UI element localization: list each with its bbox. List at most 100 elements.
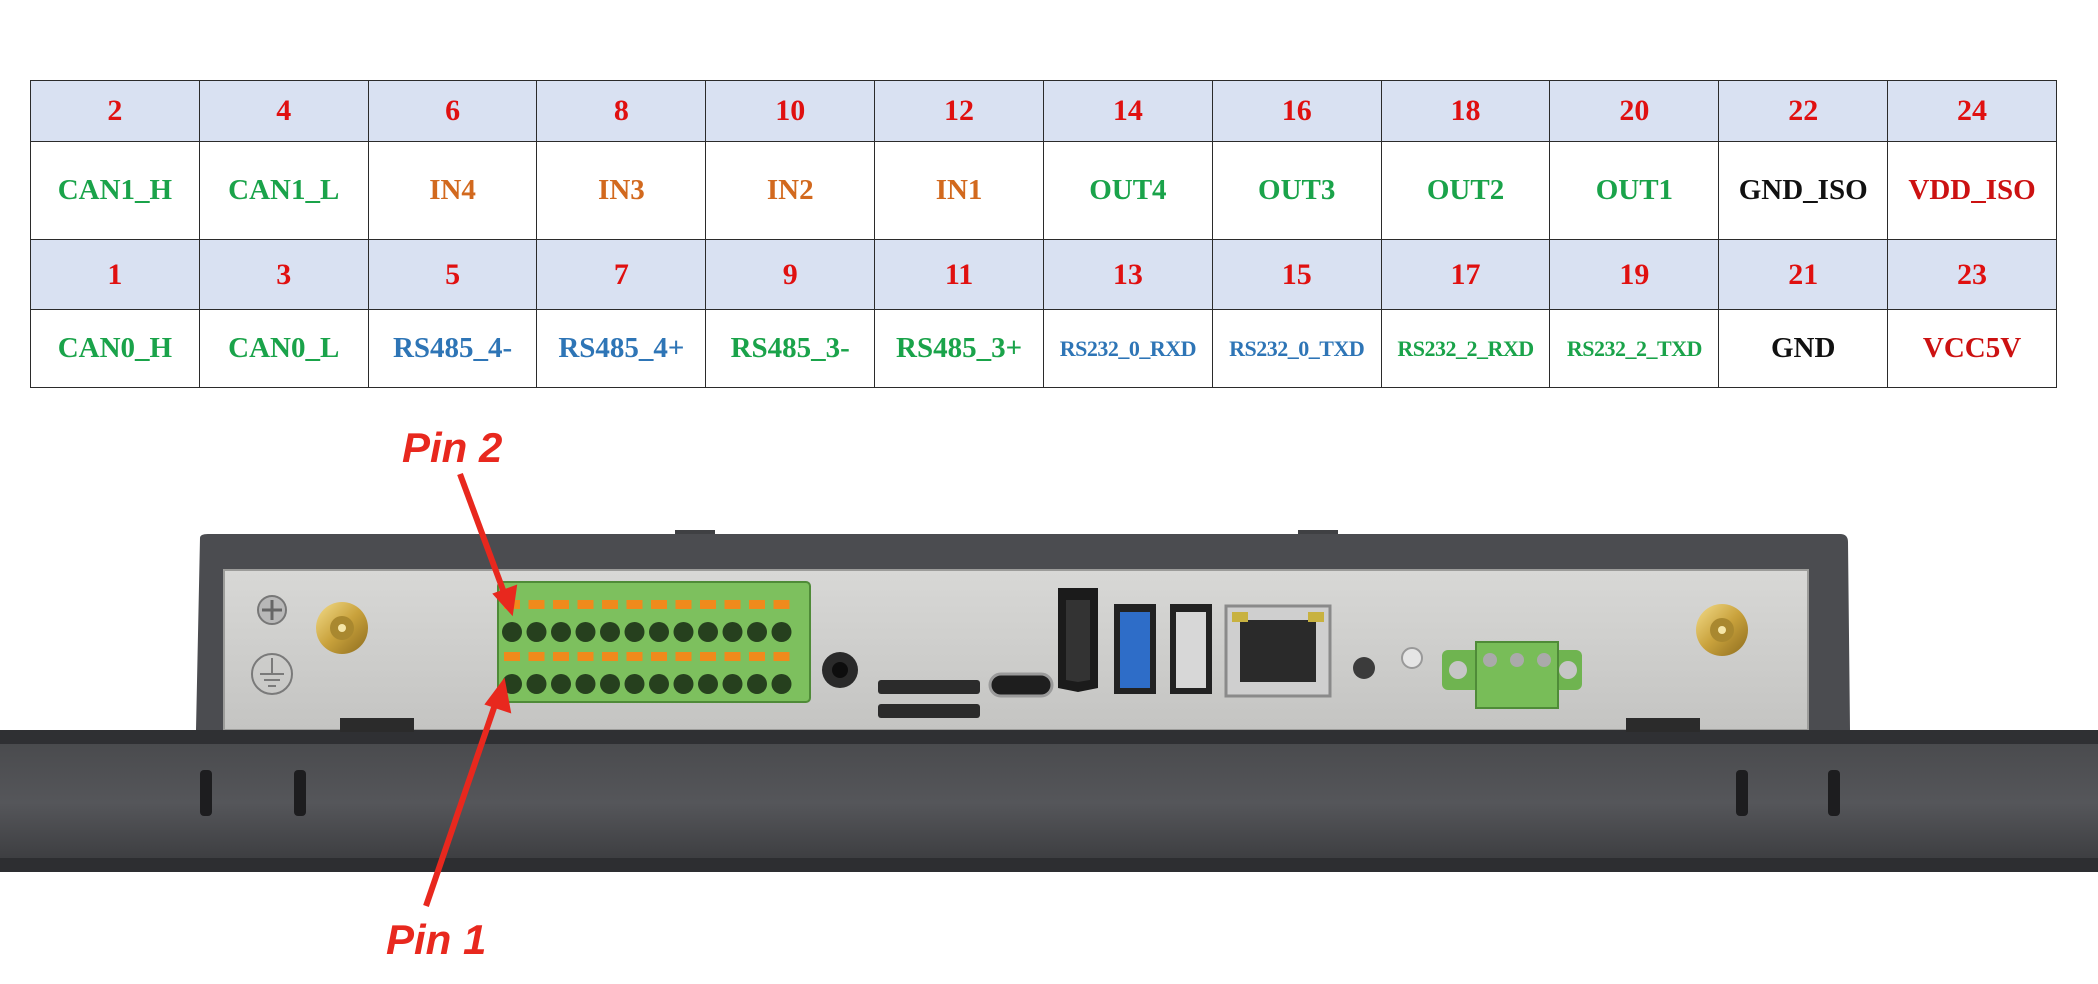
pin-number-cell: 24 [1887, 80, 2057, 142]
pin-number-cell: 16 [1211, 80, 1382, 142]
pin-number-cell: 8 [536, 80, 707, 142]
terminal-hole [722, 622, 743, 642]
signal-name-cell: RS232_2_TXD [1549, 309, 1720, 388]
terminal-hole [747, 674, 767, 694]
reset-button-icon [1353, 657, 1375, 679]
terminal-block [497, 581, 811, 703]
pin-number-cell: 12 [874, 80, 1044, 142]
signal-name-cell: GND_ISO [1718, 141, 1889, 240]
terminal-hole [600, 622, 620, 642]
pin-number-cell: 18 [1380, 80, 1551, 142]
panel-pc-side-view [0, 530, 2098, 872]
pin-number-cell: 6 [367, 80, 538, 142]
terminal-hole [551, 674, 571, 694]
usb2-port-icon [1170, 604, 1212, 694]
terminal-lever [724, 652, 741, 661]
terminal-lever [773, 652, 790, 661]
pin-number-cell: 23 [1887, 239, 2057, 310]
power-terminal-icon [1442, 641, 1582, 709]
signal-name-cell: CAN0_H [30, 309, 200, 388]
pin-number-cell: 19 [1549, 239, 1720, 310]
terminal-lever [528, 652, 545, 661]
pin-number-cell: 10 [705, 80, 876, 142]
terminal-lever [651, 600, 667, 609]
antenna-connector-right-icon [1696, 604, 1748, 656]
signal-name-cell: GND [1718, 309, 1889, 388]
ground-screw-icon [251, 595, 293, 695]
terminal-hole [526, 622, 547, 642]
terminal-lever [602, 652, 618, 661]
pin-number-cell: 17 [1380, 239, 1551, 310]
signal-name-cell: RS485_3- [705, 309, 876, 388]
terminal-hole [600, 674, 620, 694]
pin-number-cell: 9 [705, 239, 876, 310]
terminal-lever [528, 600, 545, 609]
pin2-callout-label: Pin 2 [402, 424, 503, 471]
terminal-lever [700, 652, 716, 661]
usb-c-port-icon [988, 672, 1054, 698]
terminal-lever [675, 652, 692, 661]
terminal-lever [651, 652, 667, 661]
terminal-lever [773, 600, 790, 609]
signal-name-cell: IN2 [705, 141, 876, 240]
signal-name-cell: IN1 [874, 141, 1044, 240]
pin-number-cell: 7 [536, 239, 707, 310]
usb3-port-icon [1114, 604, 1156, 694]
terminal-lever [749, 652, 765, 661]
terminal-lever [553, 652, 569, 661]
terminal-lever [700, 600, 716, 609]
pin-number-cell: 14 [1042, 80, 1213, 142]
signal-name-cell: RS485_3+ [874, 309, 1044, 388]
pin-number-cell: 13 [1042, 239, 1213, 310]
pin-number-cell: 20 [1549, 80, 1720, 142]
signal-name-cell: RS485_4- [367, 309, 538, 388]
pin-number-cell: 11 [874, 239, 1044, 310]
terminal-hole [526, 674, 547, 694]
signal-name-cell: OUT2 [1380, 141, 1551, 240]
sd-card-slot-icon [878, 680, 980, 718]
signal-name-cell: CAN1_L [198, 141, 369, 240]
terminal-hole [502, 674, 522, 694]
pin-number-cell: 21 [1718, 239, 1889, 310]
ethernet-port-icon [1224, 604, 1332, 698]
terminal-hole [502, 622, 522, 642]
signal-name-cell: IN4 [367, 141, 538, 240]
terminal-lever [577, 600, 594, 609]
pin-number-cell: 5 [367, 239, 538, 310]
signal-name-cell: RS485_4+ [536, 309, 707, 388]
terminal-hole [673, 622, 694, 642]
signal-name-cell: CAN0_L [198, 309, 369, 388]
antenna-connector-icon [316, 602, 368, 654]
terminal-lever [504, 652, 520, 661]
pin1-callout-label: Pin 1 [386, 916, 487, 963]
terminal-hole [624, 674, 645, 694]
terminal-hole [698, 674, 718, 694]
pin-number-cell: 15 [1211, 239, 1382, 310]
signal-name-cell: RS232_2_RXD [1380, 309, 1551, 388]
pin-number-cell: 4 [198, 80, 369, 142]
terminal-hole [771, 674, 792, 694]
front-bezel [0, 718, 2098, 872]
terminal-hole [722, 674, 743, 694]
pin-number-cell: 3 [198, 239, 369, 310]
terminal-lever [553, 600, 569, 609]
signal-name-cell: OUT3 [1211, 141, 1382, 240]
terminal-lever [626, 600, 643, 609]
terminal-lever [577, 652, 594, 661]
led-indicator-icon [1401, 647, 1423, 669]
terminal-hole [673, 674, 694, 694]
signal-name-cell: CAN1_H [30, 141, 200, 240]
terminal-lever [504, 600, 520, 609]
terminal-hole [649, 622, 669, 642]
signal-name-cell: VDD_ISO [1887, 141, 2057, 240]
terminal-lever [749, 600, 765, 609]
terminal-lever [724, 600, 741, 609]
terminal-hole [698, 622, 718, 642]
signal-name-cell: IN3 [536, 141, 707, 240]
terminal-hole [771, 622, 792, 642]
